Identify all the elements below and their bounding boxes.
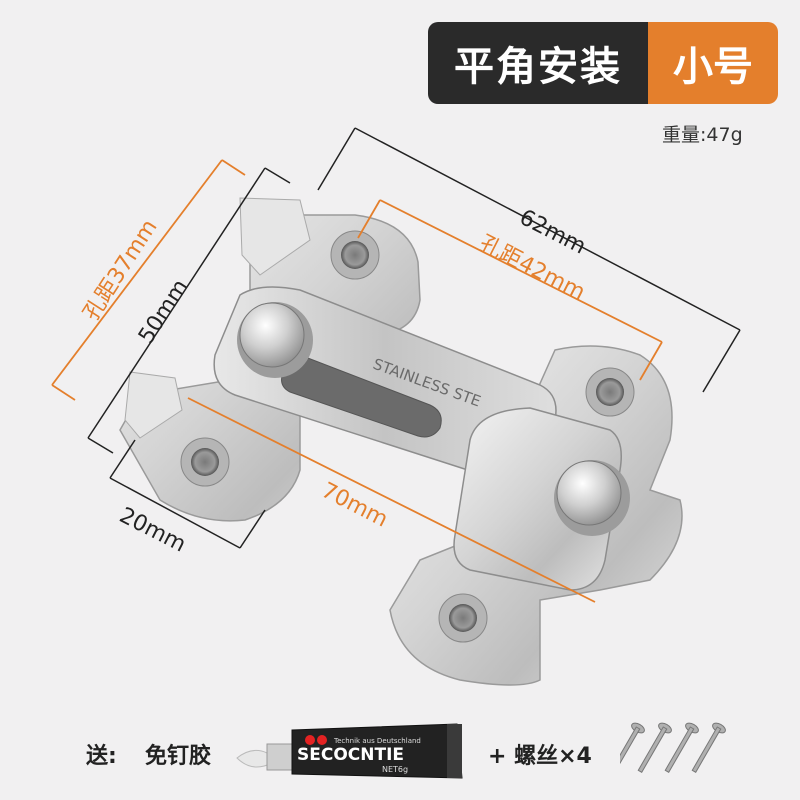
- badge-install-type: 平角安装: [428, 22, 648, 104]
- gift-label: 送:: [86, 744, 117, 769]
- dim-70-line: [187, 397, 596, 603]
- tube-brand-text: SECOCNTIE: [297, 745, 404, 765]
- dim-20-line: [109, 477, 241, 549]
- orange-dimension-lines: [51, 159, 663, 603]
- badge-size: 小号: [648, 22, 778, 104]
- knob-right: [554, 460, 630, 536]
- dimension-lines: [87, 127, 741, 549]
- gift-section: 送: 免钉胶 Technik aus Deutschland SECOCNTIE…: [0, 700, 800, 800]
- dim-62-line: [354, 127, 741, 331]
- knob-left: [237, 302, 313, 378]
- gift-glue-label: 免钉胶: [145, 744, 212, 769]
- dim-70-label: 70mm: [317, 478, 391, 532]
- glue-tube-icon: Technik aus Deutschland SECOCNTIE NET6g: [236, 723, 463, 779]
- install-badge: 平角安装 小号: [428, 22, 778, 104]
- tube-sub-text: Technik aus Deutschland: [333, 737, 421, 745]
- tube-code-text: NET6g: [382, 765, 408, 774]
- dim-37-line: [51, 159, 223, 386]
- dim-50-label: 50mm: [134, 275, 194, 348]
- dim-42-line: [379, 199, 663, 343]
- catch-block: [453, 407, 622, 591]
- dim-20-label: 20mm: [115, 503, 189, 557]
- screws-icon: [620, 722, 726, 773]
- screws-label: + 螺丝×4: [488, 744, 592, 769]
- latch-diagram: STAINLESS STE 62mm 孔距42mm 50mm 孔距37mm: [51, 127, 741, 686]
- dim-50-line: [87, 167, 266, 439]
- weight-label: 重量:47g: [662, 124, 743, 146]
